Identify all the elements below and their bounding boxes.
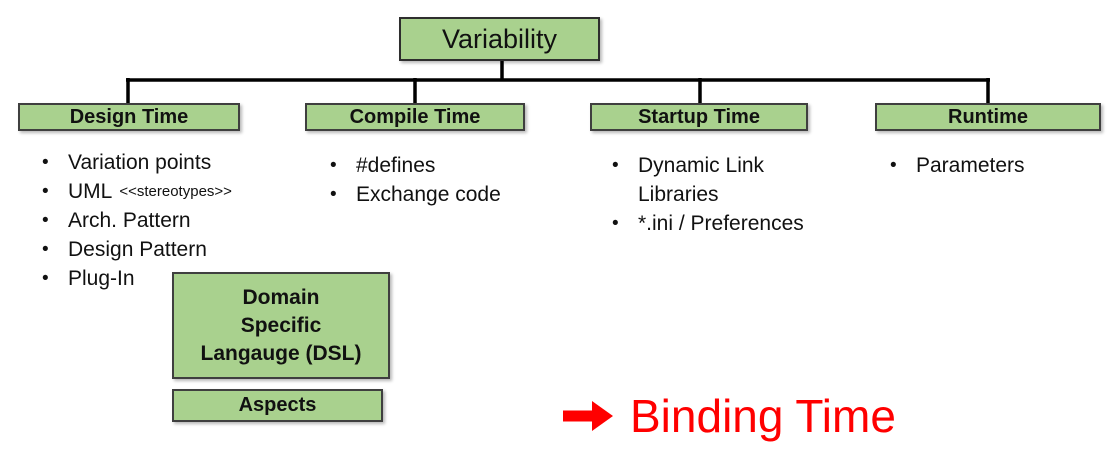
list-item-text: Variation points (68, 151, 212, 174)
list-item-text: Dynamic Link Libraries (638, 154, 765, 206)
list-item: • Dynamic Link Libraries (606, 151, 856, 209)
branch-node-design-time: Design Time (18, 103, 240, 131)
list-item-text: UML (68, 180, 113, 203)
list-item: • *.ini / Preferences (606, 209, 856, 238)
list-item: • Plug-In (36, 264, 316, 293)
list-item-text: Arch. Pattern (68, 209, 191, 232)
root-node-label: Variability (441, 23, 558, 54)
branch-node-compile-time: Compile Time (305, 103, 525, 131)
startup-time-list: • Dynamic Link Libraries • *.ini / Prefe… (606, 151, 856, 238)
root-node-variability: Variability (399, 17, 600, 61)
bullet-icon: • (42, 239, 49, 260)
list-item-suffix: <<stereotypes>> (119, 183, 232, 200)
right-arrow-icon (563, 401, 613, 431)
bullet-icon: • (42, 181, 49, 202)
bullet-icon: • (330, 155, 337, 176)
bullet-icon: • (612, 213, 619, 234)
list-item: • UML <<stereotypes>> (36, 177, 316, 206)
branch-node-startup-time: Startup Time (590, 103, 808, 131)
branch-label: Design Time (69, 105, 189, 128)
list-item: • Exchange code (324, 180, 564, 209)
bullet-icon: • (42, 210, 49, 231)
list-item-text: Design Pattern (68, 238, 207, 261)
bullet-icon: • (890, 155, 897, 176)
list-item: • Parameters (884, 151, 1104, 180)
list-item-text: Plug-In (68, 267, 135, 290)
list-item: • Design Pattern (36, 235, 316, 264)
bullet-icon: • (42, 268, 49, 289)
branch-label: Compile Time (349, 105, 481, 128)
list-item-text: *.ini / Preferences (638, 212, 804, 235)
dsl-node-line: Langauge (DSL) (200, 341, 362, 365)
list-item: • #defines (324, 151, 564, 180)
list-item: • Variation points (36, 148, 316, 177)
list-item: • Arch. Pattern (36, 206, 316, 235)
bullet-icon: • (612, 155, 619, 176)
binding-time-label: Binding Time (630, 390, 896, 442)
list-item-text: Exchange code (356, 183, 501, 206)
branch-node-runtime: Runtime (875, 103, 1101, 131)
branch-label: Startup Time (638, 105, 760, 128)
bullet-icon: • (330, 184, 337, 205)
dsl-node-line: Specific (240, 313, 322, 337)
branch-label: Runtime (948, 105, 1028, 128)
binding-time-annotation: Binding Time (563, 390, 896, 442)
list-item-text: #defines (356, 154, 436, 177)
dsl-node-line: Domain (242, 285, 320, 309)
design-time-list: • Variation points • UML <<stereotypes>>… (36, 148, 316, 293)
bullet-icon: • (42, 152, 49, 173)
compile-time-list: • #defines • Exchange code (324, 151, 564, 209)
aspects-node: Aspects (172, 389, 383, 422)
runtime-list: • Parameters (884, 151, 1104, 180)
dsl-node: Domain Specific Langauge (DSL) (172, 272, 390, 379)
aspects-node-label: Aspects (238, 394, 317, 416)
list-item-text: Parameters (916, 154, 1025, 177)
